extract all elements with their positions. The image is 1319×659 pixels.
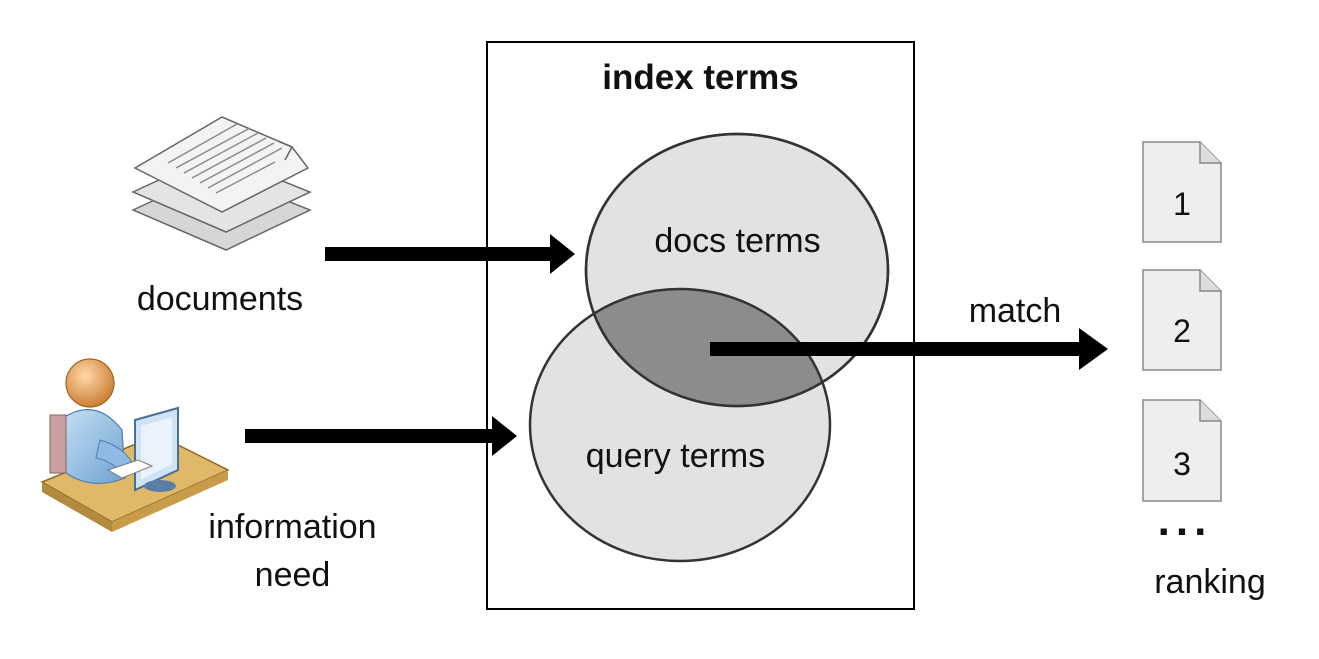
ranked-document-3 xyxy=(1142,399,1222,502)
documents-stack-icon xyxy=(131,116,312,251)
rank-number-2: 2 xyxy=(1173,313,1191,349)
documents-label: documents xyxy=(136,280,304,318)
rank-number-3: 3 xyxy=(1173,446,1191,482)
ranked-document-2 xyxy=(1142,269,1222,371)
match-label: match xyxy=(968,292,1062,330)
documents-arrow xyxy=(325,234,575,274)
information-need-label-line1: information xyxy=(208,508,377,546)
match-arrow xyxy=(710,328,1108,370)
rank-number-1: 1 xyxy=(1173,186,1191,222)
query-terms-label: query terms xyxy=(585,437,766,475)
ranking-ellipsis: ... xyxy=(1157,496,1213,545)
information-need-label-line2: need xyxy=(254,556,331,594)
docs-terms-label: docs terms xyxy=(654,222,821,260)
ranking-label: ranking xyxy=(1154,563,1266,601)
user-at-computer-icon xyxy=(40,358,230,532)
index-terms-title: index terms xyxy=(602,58,799,97)
information-need-arrow xyxy=(245,416,517,456)
ranked-document-1 xyxy=(1142,141,1222,243)
